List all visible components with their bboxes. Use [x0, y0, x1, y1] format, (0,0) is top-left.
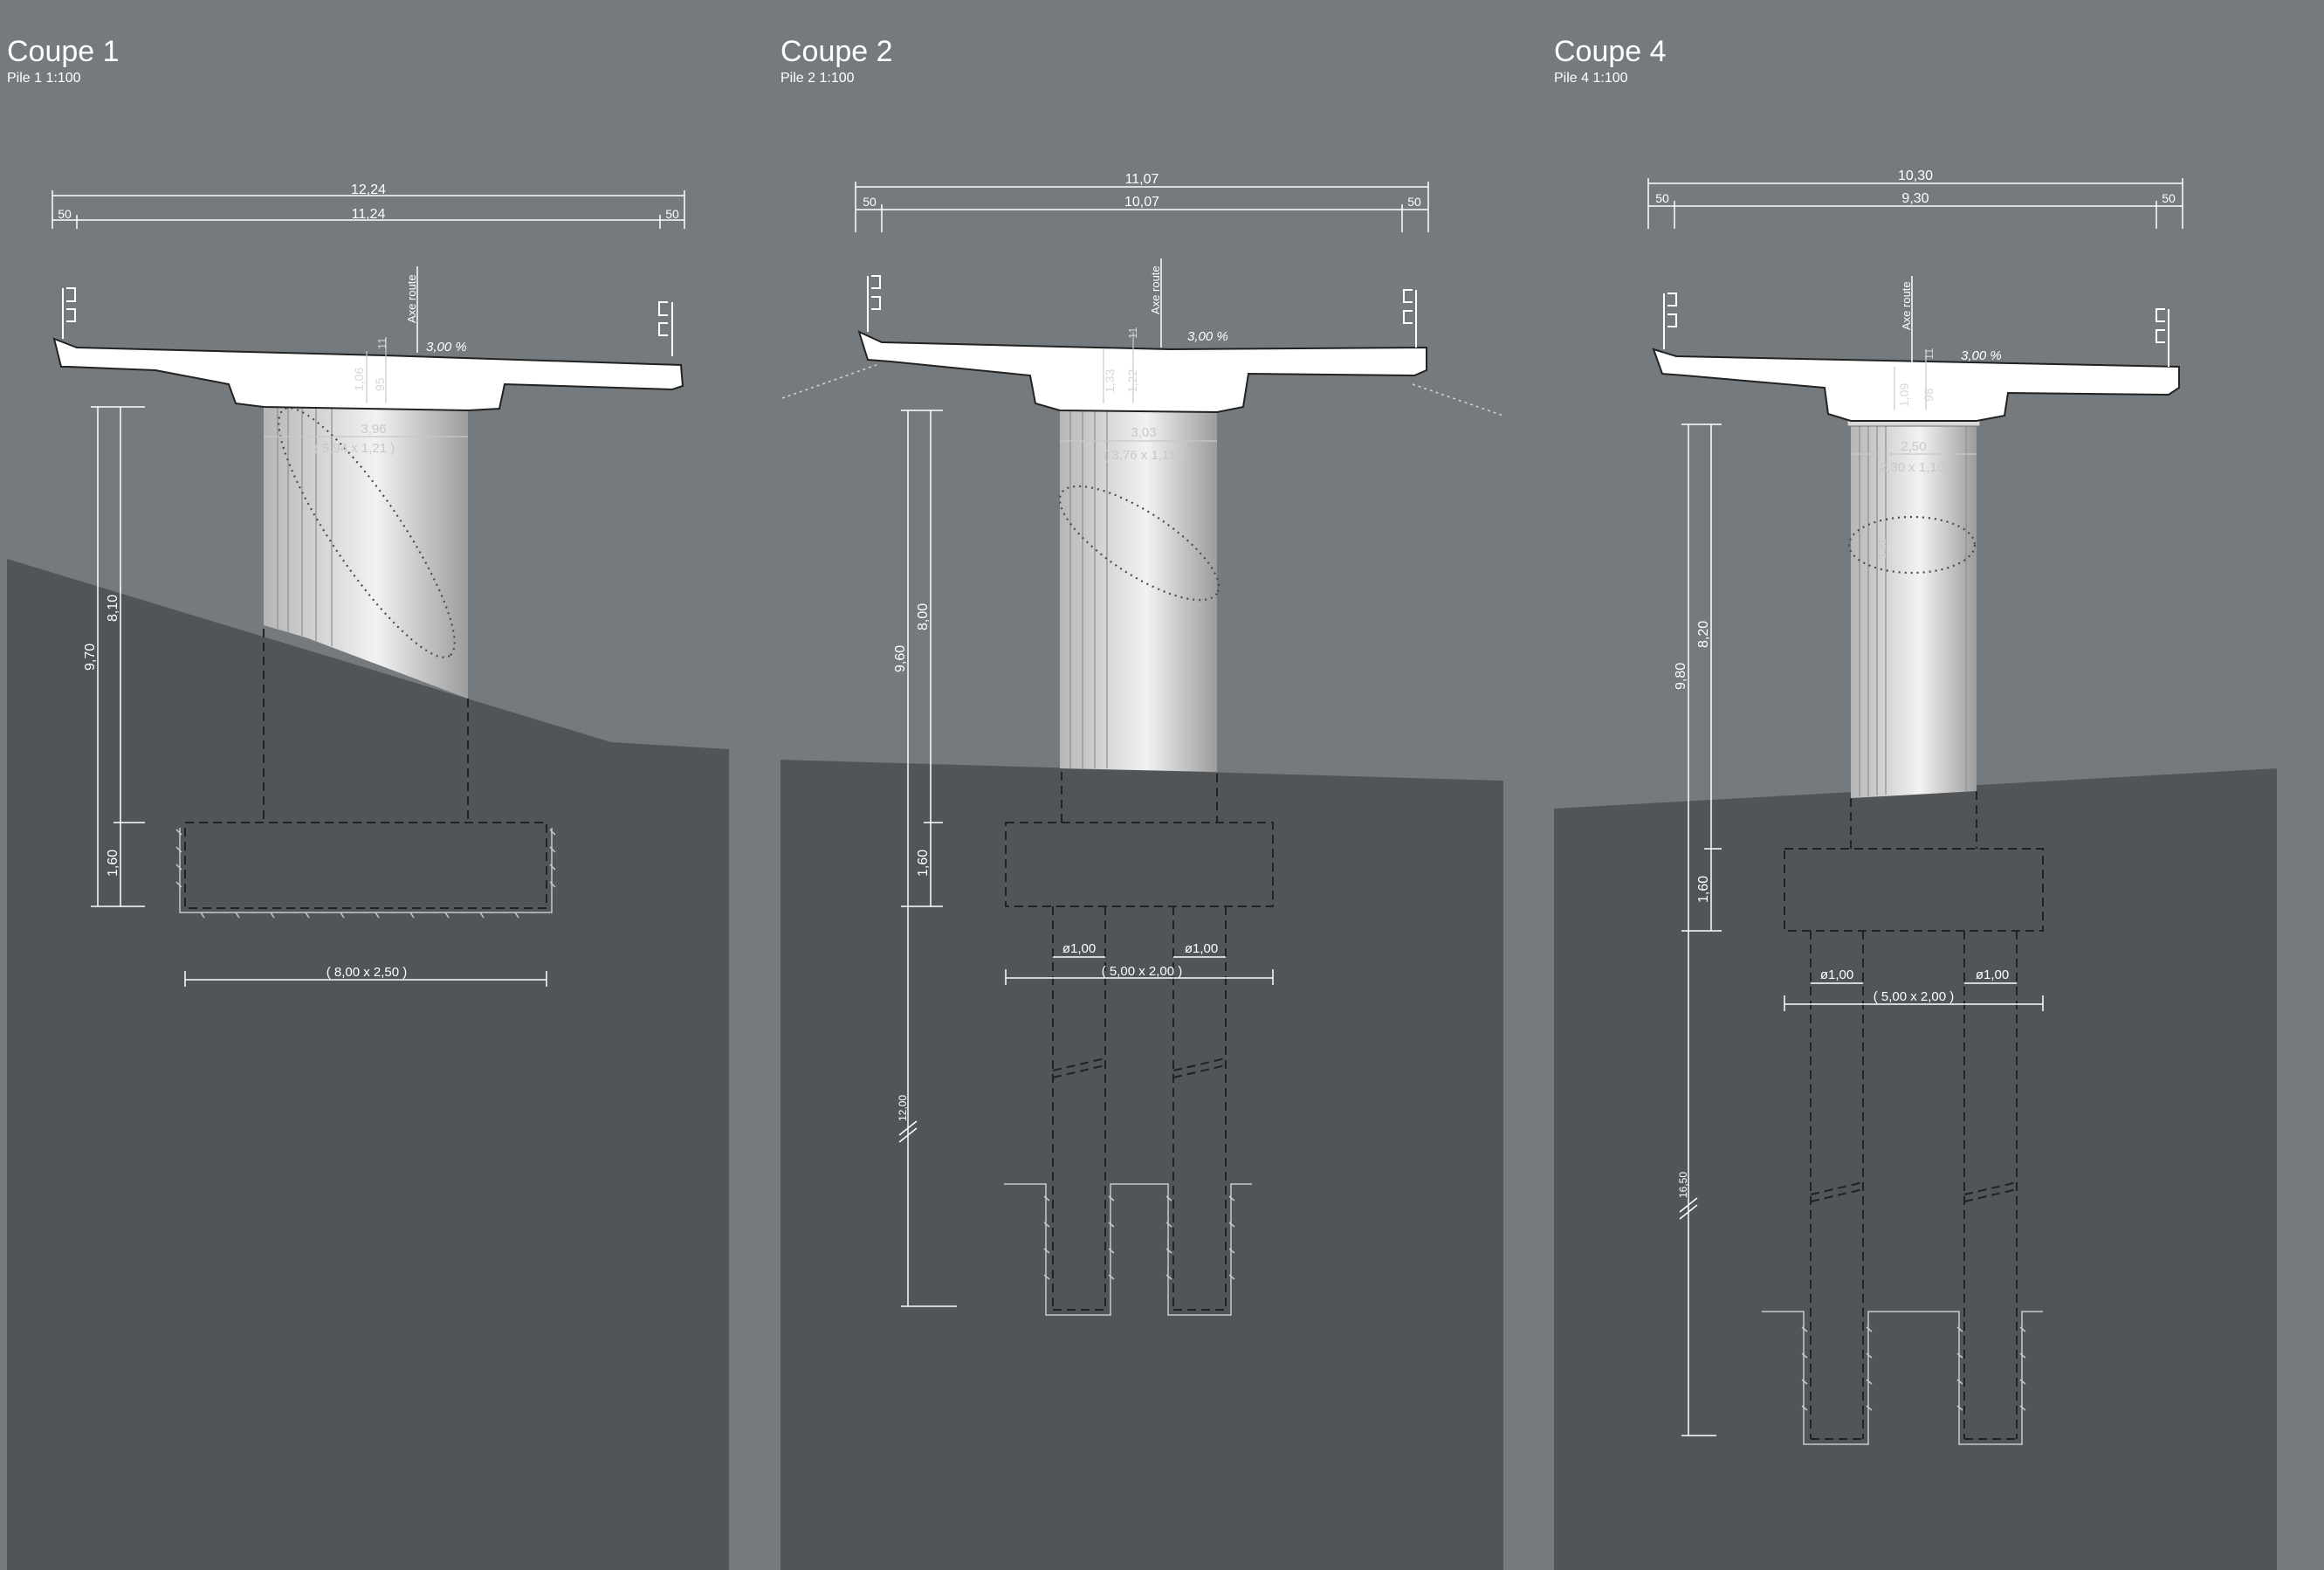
section-4-girder-depth: 1,09 — [1897, 383, 1911, 407]
section-2-deck — [857, 330, 1427, 414]
section-1-drawing: 12,24 11,24 50 50 Axe route 3,00 % 1,06 … — [7, 182, 729, 1570]
section-2-footing-size: ( 5,00 x 2,00 ) — [1102, 964, 1183, 979]
section-1-inner-dimension-lines — [264, 337, 468, 437]
section-2-pier-width: 3,03 — [1131, 425, 1156, 440]
section-1-carriageway: 11,24 — [352, 207, 386, 222]
section-2-title: Coupe 2 — [780, 35, 893, 68]
section-1-title: Coupe 1 — [7, 35, 120, 68]
section-1-pier-width: 3,96 — [361, 422, 386, 437]
section-4-pile-diameter-right: ø1,00 — [1976, 967, 2009, 982]
section-2-slab-depth: 1,22 — [1125, 369, 1139, 393]
section-4-subtitle: Pile 4 1:100 — [1554, 71, 1628, 86]
section-1-pier-section-ellipse — [278, 407, 456, 658]
section-4-ground — [1554, 768, 2277, 1570]
section-2-height-dimension-lines — [898, 410, 1274, 1307]
section-2-inner-dimension-lines — [1060, 332, 1217, 442]
section-1-pier-edges — [277, 407, 333, 646]
section-4-hidden-foundation — [1784, 791, 2044, 1440]
section-2-carriageway: 10,07 — [1124, 195, 1159, 210]
section-4-footing-height: 1,60 — [1696, 876, 1711, 903]
section-1-footing-height: 1,60 — [106, 850, 120, 877]
section-4-pier-section-ellipse — [1847, 515, 1977, 575]
section-1-railings — [62, 287, 673, 356]
section-4-slope: 3,00 % — [1961, 348, 2002, 363]
section-2-slab-thickness: 11 — [1126, 327, 1139, 340]
section-4-inner-dimension-lines — [1851, 349, 1977, 455]
section-1-slab-thickness: 11 — [375, 338, 388, 350]
section-4-drawing: 10,30 9,30 50 50 Axe route 3,00 % 1,09 9… — [1554, 169, 2277, 1570]
section-4-slab-depth: 98 — [1922, 388, 1936, 402]
section-2-pile-diameter-left: ø1,00 — [1062, 941, 1096, 956]
section-4-pier-depth: 1,21 — [1876, 538, 1888, 559]
section-1-top-dimension-lines — [52, 190, 685, 353]
section-2-pile-rebar — [1004, 1183, 1252, 1316]
section-1-road-axis: Axe route — [405, 274, 418, 323]
section-4-pier-edges — [1859, 421, 1967, 796]
section-1-overall-width: 12,24 — [351, 182, 386, 197]
section-2-pile-length: 12,00 — [897, 1095, 909, 1121]
section-1-slope: 3,00 % — [426, 340, 467, 355]
section-2-pier — [1060, 410, 1217, 772]
section-1-pier-height: 8,10 — [106, 595, 120, 622]
section-4-pier — [1851, 421, 1977, 798]
section-2-pier-height: 8,00 — [916, 603, 931, 630]
section-1-footing-rebar — [175, 828, 556, 919]
section-1-footing-size: ( 8,00 x 2,50 ) — [327, 965, 408, 980]
section-1-cornice-right: 50 — [665, 207, 679, 221]
section-4-title: Coupe 4 — [1554, 35, 1667, 68]
section-2-subtitle: Pile 2 1:100 — [780, 71, 855, 86]
section-1-girder-depth: 1,06 — [352, 368, 366, 391]
section-4-road-axis: Axe route — [1900, 281, 1913, 330]
section-2-pile-diameter-right: ø1,00 — [1185, 941, 1218, 956]
section-2-hidden-foundation — [1005, 772, 1274, 1311]
section-4-height-dimension-lines — [1679, 423, 2044, 1436]
section-1-ground — [7, 559, 729, 1570]
section-2-pier-section: ( 3,76 x 1,11 ) — [1104, 448, 1183, 463]
section-2-pier-edges — [1069, 410, 1108, 768]
section-4-pile-length: 16,50 — [1677, 1172, 1689, 1198]
section-4-pier-width: 2,50 — [1901, 439, 1926, 454]
section-4-pile-rebar — [1762, 1311, 2043, 1445]
section-4-slab-thickness: 11 — [1922, 348, 1936, 361]
section-2-footing-height: 1,60 — [916, 850, 931, 877]
section-1-cornice-left: 50 — [58, 207, 72, 221]
section-1-height-dimension-lines — [91, 406, 547, 987]
section-2-road-axis: Axe route — [1149, 265, 1162, 314]
section-1-total-height: 9,70 — [83, 644, 98, 671]
section-4-total-height: 9,80 — [1674, 663, 1688, 690]
section-1-pier — [264, 407, 468, 699]
section-2-top-dimension-lines — [855, 182, 1429, 348]
section-2-overall-width: 11,07 — [1125, 172, 1159, 187]
section-4-overall-width: 10,30 — [1898, 169, 1933, 183]
section-2-pier-section-ellipse — [1058, 485, 1220, 602]
section-1-hidden-pier — [184, 629, 547, 909]
section-4-pier-section: ( 2,30 x 1,10 ) — [1872, 460, 1953, 475]
section-1-slab-depth: 95 — [373, 377, 387, 391]
section-1-pier-section: ( 5,94 x 1,21 ) — [314, 441, 395, 456]
section-2-cornice-left: 50 — [863, 195, 877, 209]
section-2-cornice-right: 50 — [1407, 195, 1421, 209]
section-1-subtitle: Pile 1 1:100 — [7, 71, 81, 86]
section-2-slope: 3,00 % — [1187, 329, 1228, 344]
section-1-deck — [52, 337, 684, 412]
section-4-pile-diameter-left: ø1,00 — [1820, 967, 1853, 982]
section-2-slope-lines — [781, 364, 1504, 417]
section-4-deck — [1652, 348, 2180, 422]
section-4-top-dimension-lines — [1647, 178, 2183, 363]
section-2-drawing: 11,07 10,07 50 50 Axe route 3,00 % 1,33 … — [780, 172, 1504, 1570]
section-2-girder-depth: 1,33 — [1103, 369, 1117, 393]
section-4-carriageway: 9,30 — [1901, 191, 1929, 206]
section-2-ground — [780, 760, 1503, 1570]
section-4-cornice-left: 50 — [1655, 191, 1669, 205]
section-4-cornice-right: 50 — [2162, 191, 2176, 205]
section-2-total-height: 9,60 — [893, 645, 908, 672]
section-4-footing-size: ( 5,00 x 2,00 ) — [1874, 989, 1955, 1004]
section-4-pier-height: 8,20 — [1696, 621, 1711, 648]
section-2-railings — [867, 275, 1417, 348]
section-4-railings — [1663, 293, 2169, 367]
